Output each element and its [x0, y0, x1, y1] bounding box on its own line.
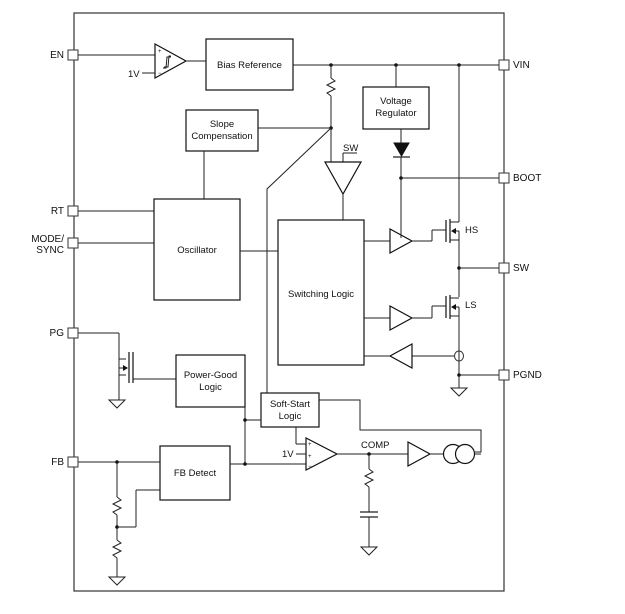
bias-reference-block: Bias Reference [205, 38, 294, 91]
fb-detect-label: FB Detect [174, 468, 217, 479]
pin-fb: FB [51, 456, 79, 468]
pin-sw: SW [498, 262, 530, 274]
ls-label: LS [465, 300, 477, 311]
switching-logic-label: Switching Logic [288, 289, 354, 300]
boot-diode [393, 142, 499, 238]
comp-label: COMP [361, 440, 390, 451]
en-ref-label: 1V [128, 69, 140, 80]
ground-icon-pg [107, 399, 127, 409]
ground-icon-fb [107, 576, 127, 586]
fb-detect-block: FB Detect [159, 445, 306, 501]
pin-rt: RT [51, 205, 79, 217]
voltage-regulator-label-2: Regulator [375, 108, 416, 119]
sw-sense-amplifier: SW [323, 143, 363, 220]
power-good-logic-block: Power-Good Logic [175, 354, 246, 464]
ground-icon-comp [359, 546, 379, 556]
hs-mosfet: HS [445, 219, 478, 243]
pin-boot: BOOT [498, 172, 541, 184]
pin-vin: VIN [498, 59, 530, 71]
en-comp-minus: − [158, 71, 162, 77]
vin-rail [293, 63, 499, 222]
hs-label: HS [465, 225, 478, 236]
sw-node [457, 240, 499, 297]
slope-compensation-block: Slope Compensation [185, 109, 331, 199]
hs-driver [364, 227, 446, 255]
ea-plus-2: + [308, 454, 312, 460]
sw-sense-label: SW [343, 143, 358, 154]
pin-pgnd-label: PGND [513, 370, 542, 381]
current-sense-path [364, 316, 499, 397]
bias-reference-label: Bias Reference [217, 60, 282, 71]
soft-start-label-2: Logic [279, 411, 302, 422]
soft-start-logic-block: Soft-Start Logic [243, 392, 320, 445]
ea-ref-label: 1V [282, 449, 294, 460]
pin-rt-label: RT [51, 206, 64, 217]
error-amplifier: + + − 1V COMP [282, 437, 408, 471]
pin-pg-label: PG [50, 328, 65, 339]
ea-minus: − [308, 464, 312, 470]
slope-sum-wires [266, 127, 482, 453]
pin-en: EN [50, 49, 79, 61]
pin-pgnd: PGND [498, 369, 542, 381]
ls-driver [364, 304, 446, 332]
en-comp-plus: + [158, 49, 162, 55]
comp-buffer-current-source [407, 440, 481, 468]
pin-fb-label: FB [51, 457, 64, 468]
soft-start-label-1: Soft-Start [270, 399, 310, 410]
slope-comp-label-1: Slope [210, 119, 234, 130]
power-good-label-2: Logic [199, 382, 222, 393]
power-good-label-1: Power-Good [184, 370, 237, 381]
en-comparator: + − 1V [78, 42, 206, 80]
ground-icon [449, 387, 469, 397]
pin-sync-label: SYNC [36, 245, 64, 256]
oscillator-block: Oscillator [78, 198, 278, 301]
pin-pg: PG [50, 327, 79, 339]
voltage-regulator-label-1: Voltage [380, 96, 412, 107]
voltage-regulator-block: Voltage Regulator [362, 86, 430, 143]
oscillator-label: Oscillator [177, 245, 217, 256]
hysteresis-icon [163, 55, 171, 69]
fb-path [78, 460, 160, 586]
diode-icon [393, 142, 410, 158]
pin-vin-label: VIN [513, 60, 530, 71]
ls-mosfet: LS [445, 295, 477, 319]
slope-comp-label-2: Compensation [191, 131, 252, 142]
current-sense-icon [454, 350, 464, 362]
comp-network [359, 454, 379, 556]
pin-en-label: EN [50, 50, 64, 61]
pin-sw-label: SW [513, 263, 530, 274]
pg-mosfet [78, 332, 176, 409]
switching-logic-block: Switching Logic [277, 219, 365, 366]
pin-mode-label: MODE/ [31, 234, 64, 245]
pin-mode-sync: MODE/ SYNC [31, 234, 79, 256]
pin-boot-label: BOOT [513, 173, 541, 184]
ea-plus: + [308, 442, 312, 448]
